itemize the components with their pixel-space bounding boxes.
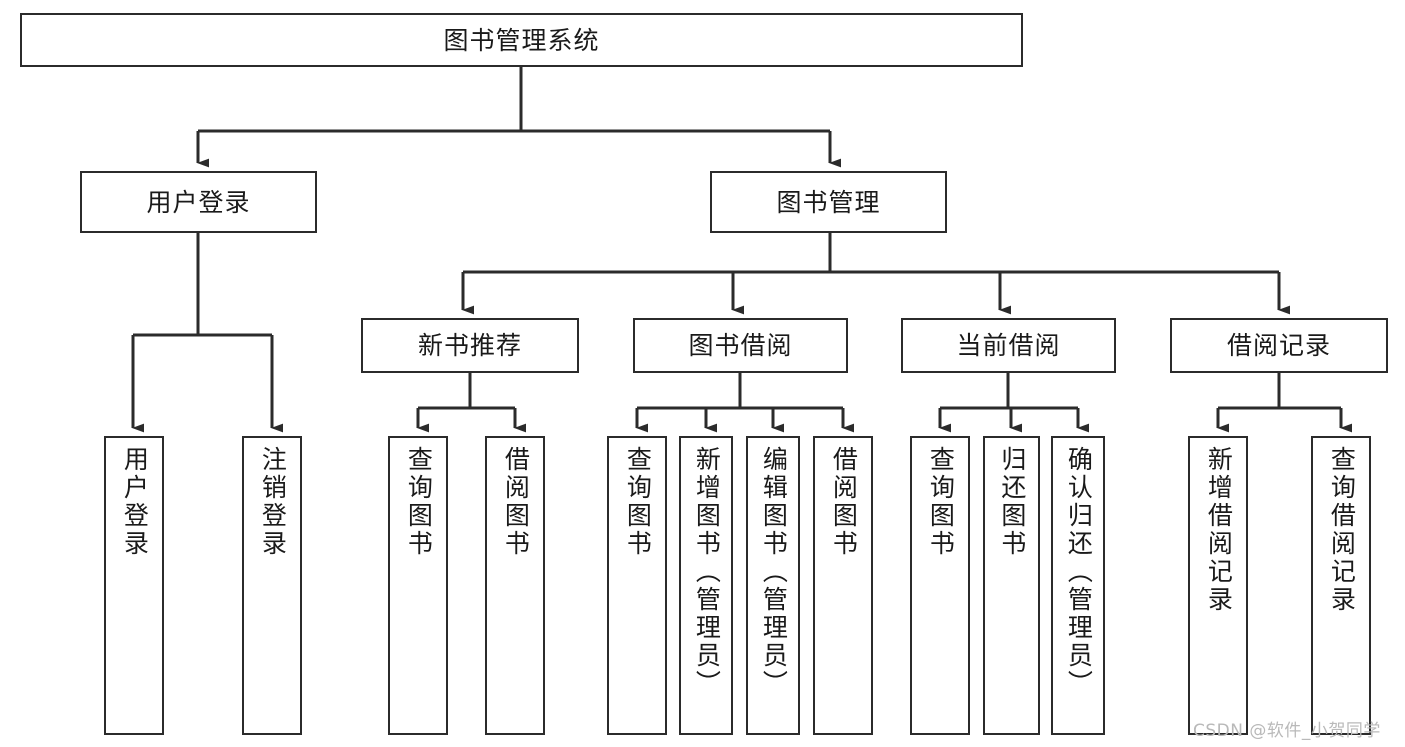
node-leaf-query-borrow-record[interactable]: 查询借阅记录: [1311, 436, 1371, 735]
node-user-login[interactable]: 用户登录: [80, 171, 317, 233]
node-label: 借阅图书: [829, 446, 859, 558]
node-label: 图书管理系统: [443, 25, 600, 55]
node-leaf-edit-book-admin[interactable]: 编辑图书（管理员）: [746, 436, 800, 735]
node-current-borrow[interactable]: 当前借阅: [901, 318, 1116, 373]
node-label: 查询图书: [404, 446, 434, 558]
node-label: 图书借阅: [688, 331, 793, 360]
node-label: 查询图书: [623, 446, 653, 558]
node-label: 新增借阅记录: [1204, 446, 1234, 614]
node-leaf-query-book-recommend[interactable]: 查询图书: [388, 436, 448, 735]
node-leaf-user-login[interactable]: 用户登录: [104, 436, 164, 735]
node-leaf-borrow-book-recommend[interactable]: 借阅图书: [485, 436, 545, 735]
node-leaf-add-book-admin[interactable]: 新增图书（管理员）: [679, 436, 733, 735]
node-borrow-record[interactable]: 借阅记录: [1170, 318, 1388, 373]
node-leaf-add-borrow-record[interactable]: 新增借阅记录: [1188, 436, 1248, 735]
csdn-watermark: CSDN @软件_小贺同学: [1193, 721, 1381, 741]
node-book-management-system[interactable]: 图书管理系统: [20, 13, 1023, 67]
node-label: 借阅图书: [501, 446, 531, 558]
node-label: 确认归还（管理员）: [1064, 446, 1094, 698]
node-book-management[interactable]: 图书管理: [710, 171, 947, 233]
node-label: 查询借阅记录: [1327, 446, 1357, 614]
node-label: 新增图书（管理员）: [692, 446, 722, 698]
node-leaf-query-book-current[interactable]: 查询图书: [910, 436, 970, 735]
node-label: 新书推荐: [417, 331, 522, 360]
node-label: 借阅记录: [1226, 331, 1331, 360]
node-leaf-return-book[interactable]: 归还图书: [983, 436, 1040, 735]
node-label: 注销登录: [258, 446, 288, 558]
node-label: 当前借阅: [956, 331, 1061, 360]
node-label: 用户登录: [146, 187, 251, 217]
node-leaf-confirm-return-admin[interactable]: 确认归还（管理员）: [1051, 436, 1105, 735]
node-label: 图书管理: [776, 187, 881, 217]
node-label: 归还图书: [997, 446, 1027, 558]
node-new-book-recommend[interactable]: 新书推荐: [361, 318, 579, 373]
node-book-borrow[interactable]: 图书借阅: [633, 318, 848, 373]
node-leaf-borrow-book[interactable]: 借阅图书: [813, 436, 873, 735]
node-leaf-user-logout[interactable]: 注销登录: [242, 436, 302, 735]
node-label: 查询图书: [926, 446, 956, 558]
node-label: 编辑图书（管理员）: [759, 446, 789, 698]
node-label: 用户登录: [120, 446, 150, 558]
node-leaf-query-book-borrow[interactable]: 查询图书: [607, 436, 667, 735]
